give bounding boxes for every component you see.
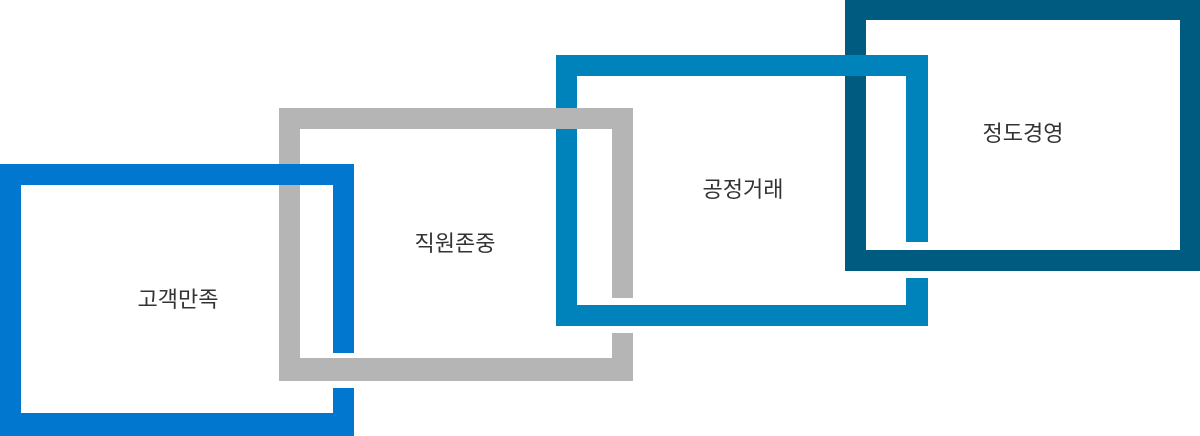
- value-box-employee-respect: 직원존중: [279, 108, 633, 381]
- label-fair-trade: 공정거래: [703, 178, 784, 203]
- label-customer-satisfaction: 고객만족: [138, 288, 219, 313]
- value-box-fair-trade: 공정거래: [556, 55, 928, 326]
- value-box-customer-satisfaction: 고객만족: [0, 164, 354, 436]
- label-employee-respect: 직원존중: [415, 232, 496, 257]
- label-integrity: 정도경영: [983, 122, 1064, 147]
- value-box-integrity: 정도경영: [845, 0, 1200, 271]
